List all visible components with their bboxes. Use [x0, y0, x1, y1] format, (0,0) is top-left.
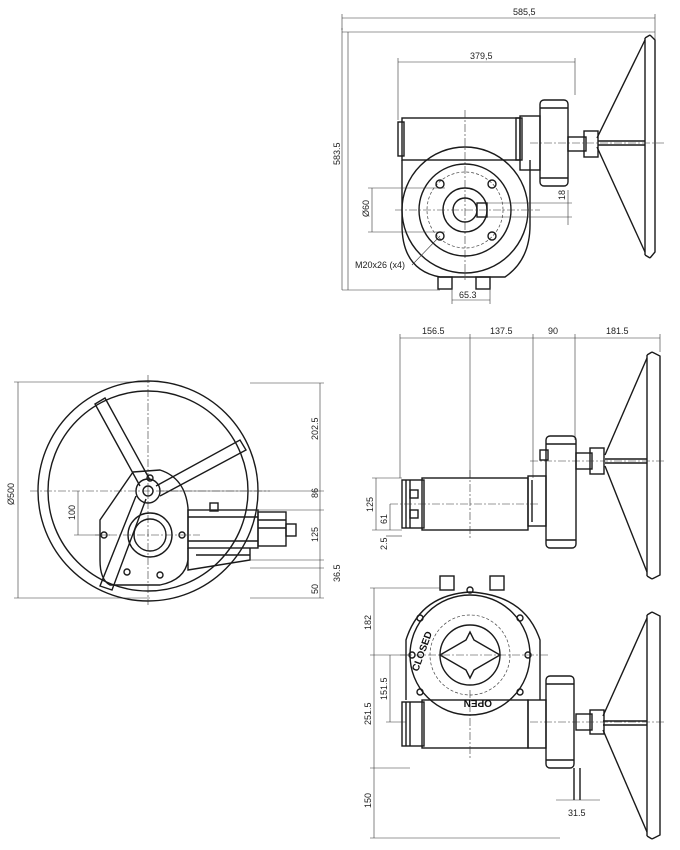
dim-90: 90	[548, 326, 558, 336]
dim-156: 156.5	[422, 326, 445, 336]
dim-251: 251.5	[363, 702, 373, 725]
dim-150: 150	[363, 793, 373, 808]
dim-125: 125	[310, 527, 320, 542]
bottom-view: CLOSED OPEN 182 151.5 251.5 150 31.5	[363, 575, 665, 840]
dim-151: 151.5	[379, 677, 389, 700]
dim-86: 86	[310, 488, 320, 498]
dim-mid-125: 125	[365, 497, 375, 512]
dim-50: 50	[310, 584, 320, 594]
dim-137: 137.5	[490, 326, 513, 336]
dim-bolt: M20x26 (x4)	[355, 260, 405, 270]
left-view: Ø500	[6, 375, 342, 605]
middle-view: 156.5 137.5 90 181.5	[365, 326, 665, 580]
top-view: 585,5 379,5 583.5	[332, 7, 665, 304]
dim-181: 181.5	[606, 326, 629, 336]
dim-31: 31.5	[568, 808, 586, 818]
dim-foot: 65.3	[459, 290, 477, 300]
label-closed: CLOSED	[410, 630, 435, 673]
dim-wheel: Ø500	[6, 483, 16, 505]
dim-height: 583.5	[332, 142, 342, 165]
dim-total-width: 585,5	[513, 7, 536, 17]
dim-36: 36.5	[332, 564, 342, 582]
dim-key: 18	[557, 190, 567, 200]
dim-bore: Ø60	[361, 200, 371, 217]
label-open: OPEN	[464, 697, 492, 708]
dim-61: 61	[379, 514, 389, 524]
dim-100: 100	[67, 505, 77, 520]
dim-width: 379,5	[470, 51, 493, 61]
dim-182: 182	[363, 615, 373, 630]
dim-202: 202.5	[310, 417, 320, 440]
dim-2: 2.5	[379, 537, 389, 550]
